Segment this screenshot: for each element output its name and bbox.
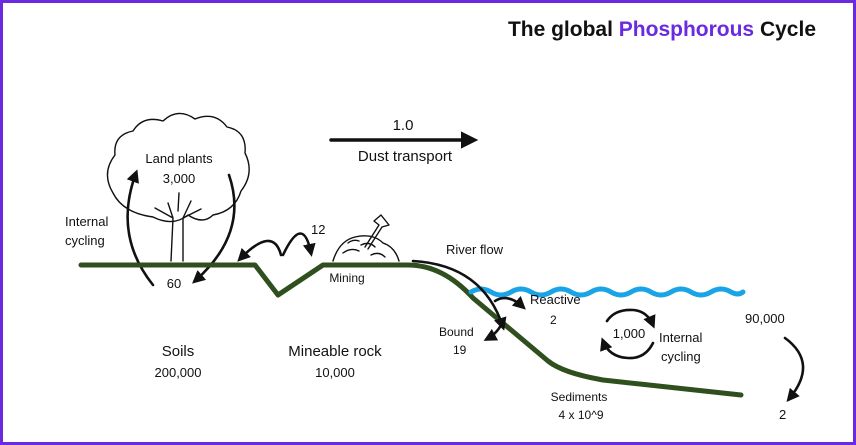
dust-transport-label: Dust transport <box>358 148 453 165</box>
burial-arrow <box>783 336 805 402</box>
title-highlight: Phosphorous <box>619 18 754 41</box>
bound-flux-arrow <box>483 319 505 341</box>
mining-flux-arrow-right <box>281 232 316 257</box>
river-flow-arrow <box>411 259 507 331</box>
mineable-rock-label: Mineable rock <box>288 343 382 360</box>
ocean-cycling-arrow-top <box>605 308 656 329</box>
bound-value: 19 <box>453 343 467 357</box>
river-flow-label: River flow <box>446 242 504 257</box>
ocean-surface <box>468 286 746 298</box>
sediments-value: 4 x 10^9 <box>559 408 604 422</box>
rock-pile-with-shovel-icon <box>332 214 400 262</box>
ocean-reservoir-value: 90,000 <box>745 311 785 326</box>
tree-icon <box>106 112 250 262</box>
mining-label: Mining <box>329 271 364 285</box>
phosphorous-cycle-diagram: The global Phosphorous Cycle 1.0 Dust tr… <box>65 18 816 422</box>
litter-return-arrow <box>192 173 236 284</box>
ocean-cycling-arrow-bottom <box>600 337 655 360</box>
title-suffix: Cycle <box>754 18 816 41</box>
mining-flux-arrow-left <box>237 239 283 262</box>
dust-transport-value: 1.0 <box>393 117 414 134</box>
title-prefix: The global <box>508 18 619 41</box>
diagram-title: The global Phosphorous Cycle <box>508 18 816 41</box>
ocean-cycling-value: 1,000 <box>613 326 646 341</box>
litter-flux-value: 60 <box>167 276 181 291</box>
bound-label: Bound <box>439 325 474 339</box>
sediments-label: Sediments <box>551 390 608 404</box>
land-internal-cycling-line2: cycling <box>65 233 105 248</box>
mineable-rock-value: 10,000 <box>315 365 355 380</box>
mining-flux-value: 12 <box>311 222 325 237</box>
ocean-internal-cycling-line2: cycling <box>661 349 701 364</box>
reactive-label: Reactive <box>530 292 581 307</box>
land-plants-label: Land plants <box>145 151 213 166</box>
ocean-internal-cycling-line1: Internal <box>659 330 702 345</box>
land-internal-cycling-line1: Internal <box>65 214 108 229</box>
land-plants-value: 3,000 <box>163 171 196 186</box>
soils-label: Soils <box>162 343 195 360</box>
plant-uptake-arrow <box>126 169 155 287</box>
reactive-value: 2 <box>550 313 557 327</box>
soils-value: 200,000 <box>155 365 202 380</box>
burial-value: 2 <box>779 407 786 422</box>
reactive-flux-arrow <box>493 296 526 310</box>
ground-surface <box>78 262 744 398</box>
